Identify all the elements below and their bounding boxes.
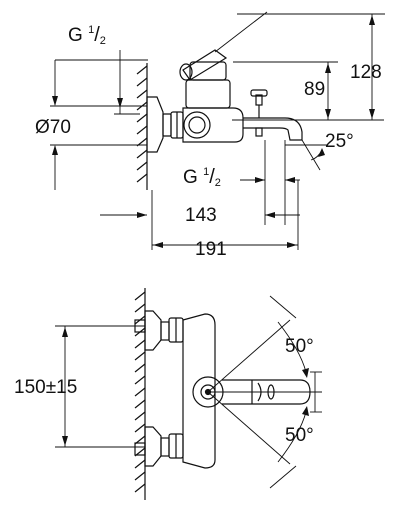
thread-denominator: 2 [99, 35, 106, 47]
diameter-label: Ø70 [35, 117, 71, 138]
top-view-wall [136, 63, 148, 190]
thread-size-label-top: G 1/2 [68, 23, 106, 47]
height-128-label: 128 [350, 62, 382, 83]
front-view-dimensions [55, 295, 322, 489]
thread-prefix: G [183, 167, 204, 188]
height-89-label: 89 [304, 79, 326, 100]
width-191-label: 191 [195, 239, 227, 260]
thread-prefix: G [68, 25, 89, 46]
angle-25-label: 25° [325, 131, 354, 152]
width-143-label: 143 [185, 205, 217, 226]
angle-50-bottom-label: 50° [285, 425, 314, 446]
front-view-mixer-body [134, 310, 311, 469]
thread-numerator: 1 [88, 23, 95, 36]
thread-denominator: 2 [214, 177, 221, 189]
angle-50-top-label: 50° [285, 336, 314, 357]
thread-numerator: 1 [203, 165, 210, 178]
thread-size-label-spout: G 1/2 [183, 165, 221, 189]
top-view-dimensions [50, 11, 385, 250]
height-150-label: 150±15 [14, 377, 78, 398]
top-view-mixer-body [146, 49, 303, 153]
